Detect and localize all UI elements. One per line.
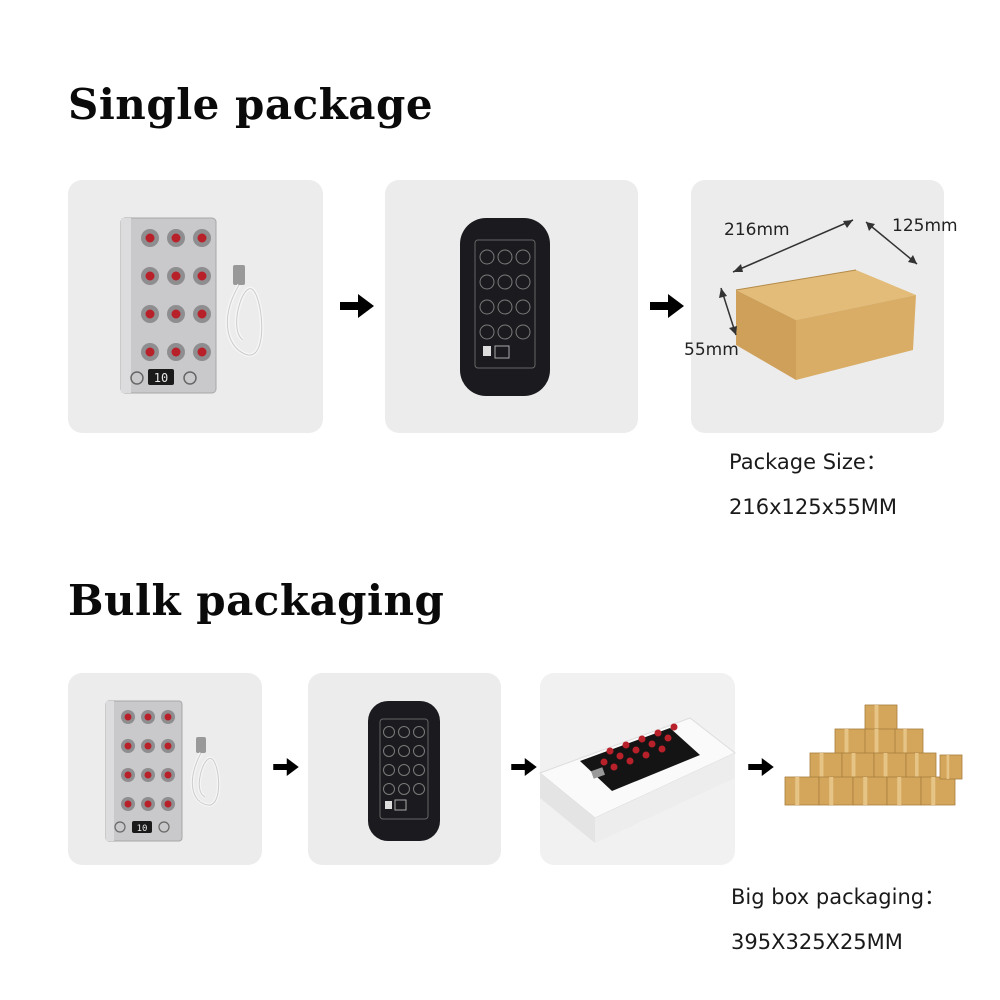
device-with-cable-image: 10	[120, 217, 264, 394]
single-case-panel	[385, 180, 638, 433]
arrow-right-icon	[340, 294, 374, 318]
bulk-packaging-title: Bulk packaging	[68, 576, 445, 625]
device-display: 10	[137, 824, 148, 834]
arrow-right-icon	[273, 758, 299, 776]
cardboard-box-image	[719, 219, 918, 380]
device-with-cable-image: 10	[105, 700, 221, 842]
box-length-label: 216mm	[724, 220, 790, 240]
bulk-case-panel	[308, 673, 501, 865]
power-icon	[158, 821, 170, 833]
package-size-value: 216x125x55MM	[729, 495, 897, 519]
white-gift-box-panel	[539, 673, 736, 865]
box-width-label: 125mm	[892, 216, 958, 236]
arrow-right-icon	[748, 758, 774, 776]
device-display: 10	[154, 371, 168, 385]
bulk-device-panel: 10	[68, 673, 262, 865]
single-box-panel: 216mm 125mm 55mm	[684, 180, 958, 433]
carrying-case-image	[460, 218, 550, 396]
big-box-packaging-label: Big box packaging：	[731, 885, 946, 909]
stacked-boxes-image	[780, 695, 970, 835]
power-icon	[183, 371, 197, 385]
big-box-packaging-value: 395X325X25MM	[731, 930, 903, 954]
package-size-label: Package Size：	[729, 450, 887, 474]
carrying-case-image	[368, 701, 440, 841]
white-gift-box-image	[539, 717, 736, 843]
single-package-title: Single package	[68, 80, 434, 129]
single-device-panel: 10	[68, 180, 323, 433]
arrow-right-icon	[511, 758, 537, 776]
box-height-label: 55mm	[684, 340, 739, 360]
arrow-right-icon	[650, 294, 684, 318]
